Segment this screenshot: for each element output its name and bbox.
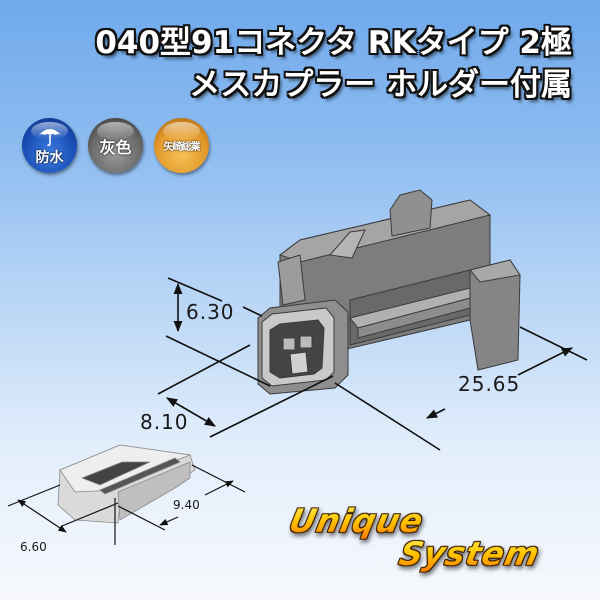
badge-label: 防水 — [35, 149, 64, 166]
holder-dimension-width: 6.60 — [20, 540, 47, 554]
female-coupler-illustration — [257, 189, 521, 395]
feature-badges: 防水 灰色 矢崎総業 — [22, 118, 209, 173]
dimension-height: 6.30 — [186, 300, 235, 324]
badge-label: 矢崎総業 — [163, 142, 201, 153]
dimension-width: 8.10 — [140, 410, 189, 434]
holder-illustration — [57, 444, 196, 524]
badge-label: 灰色 — [99, 137, 132, 157]
product-title-line-1: 040型91コネクタ RKタイプ 2極 — [95, 25, 572, 61]
holder-dimension-length: 9.40 — [173, 498, 200, 512]
dimension-length: 25.65 — [458, 372, 521, 396]
umbrella-icon — [39, 129, 61, 147]
badge-color-gray: 灰色 — [88, 118, 143, 173]
brand-logo-line-2: System — [395, 535, 544, 573]
badge-waterproof: 防水 — [22, 118, 77, 173]
product-title-line-2: メスカプラー ホルダー付属 — [189, 67, 572, 103]
badge-manufacturer: 矢崎総業 — [154, 118, 209, 173]
